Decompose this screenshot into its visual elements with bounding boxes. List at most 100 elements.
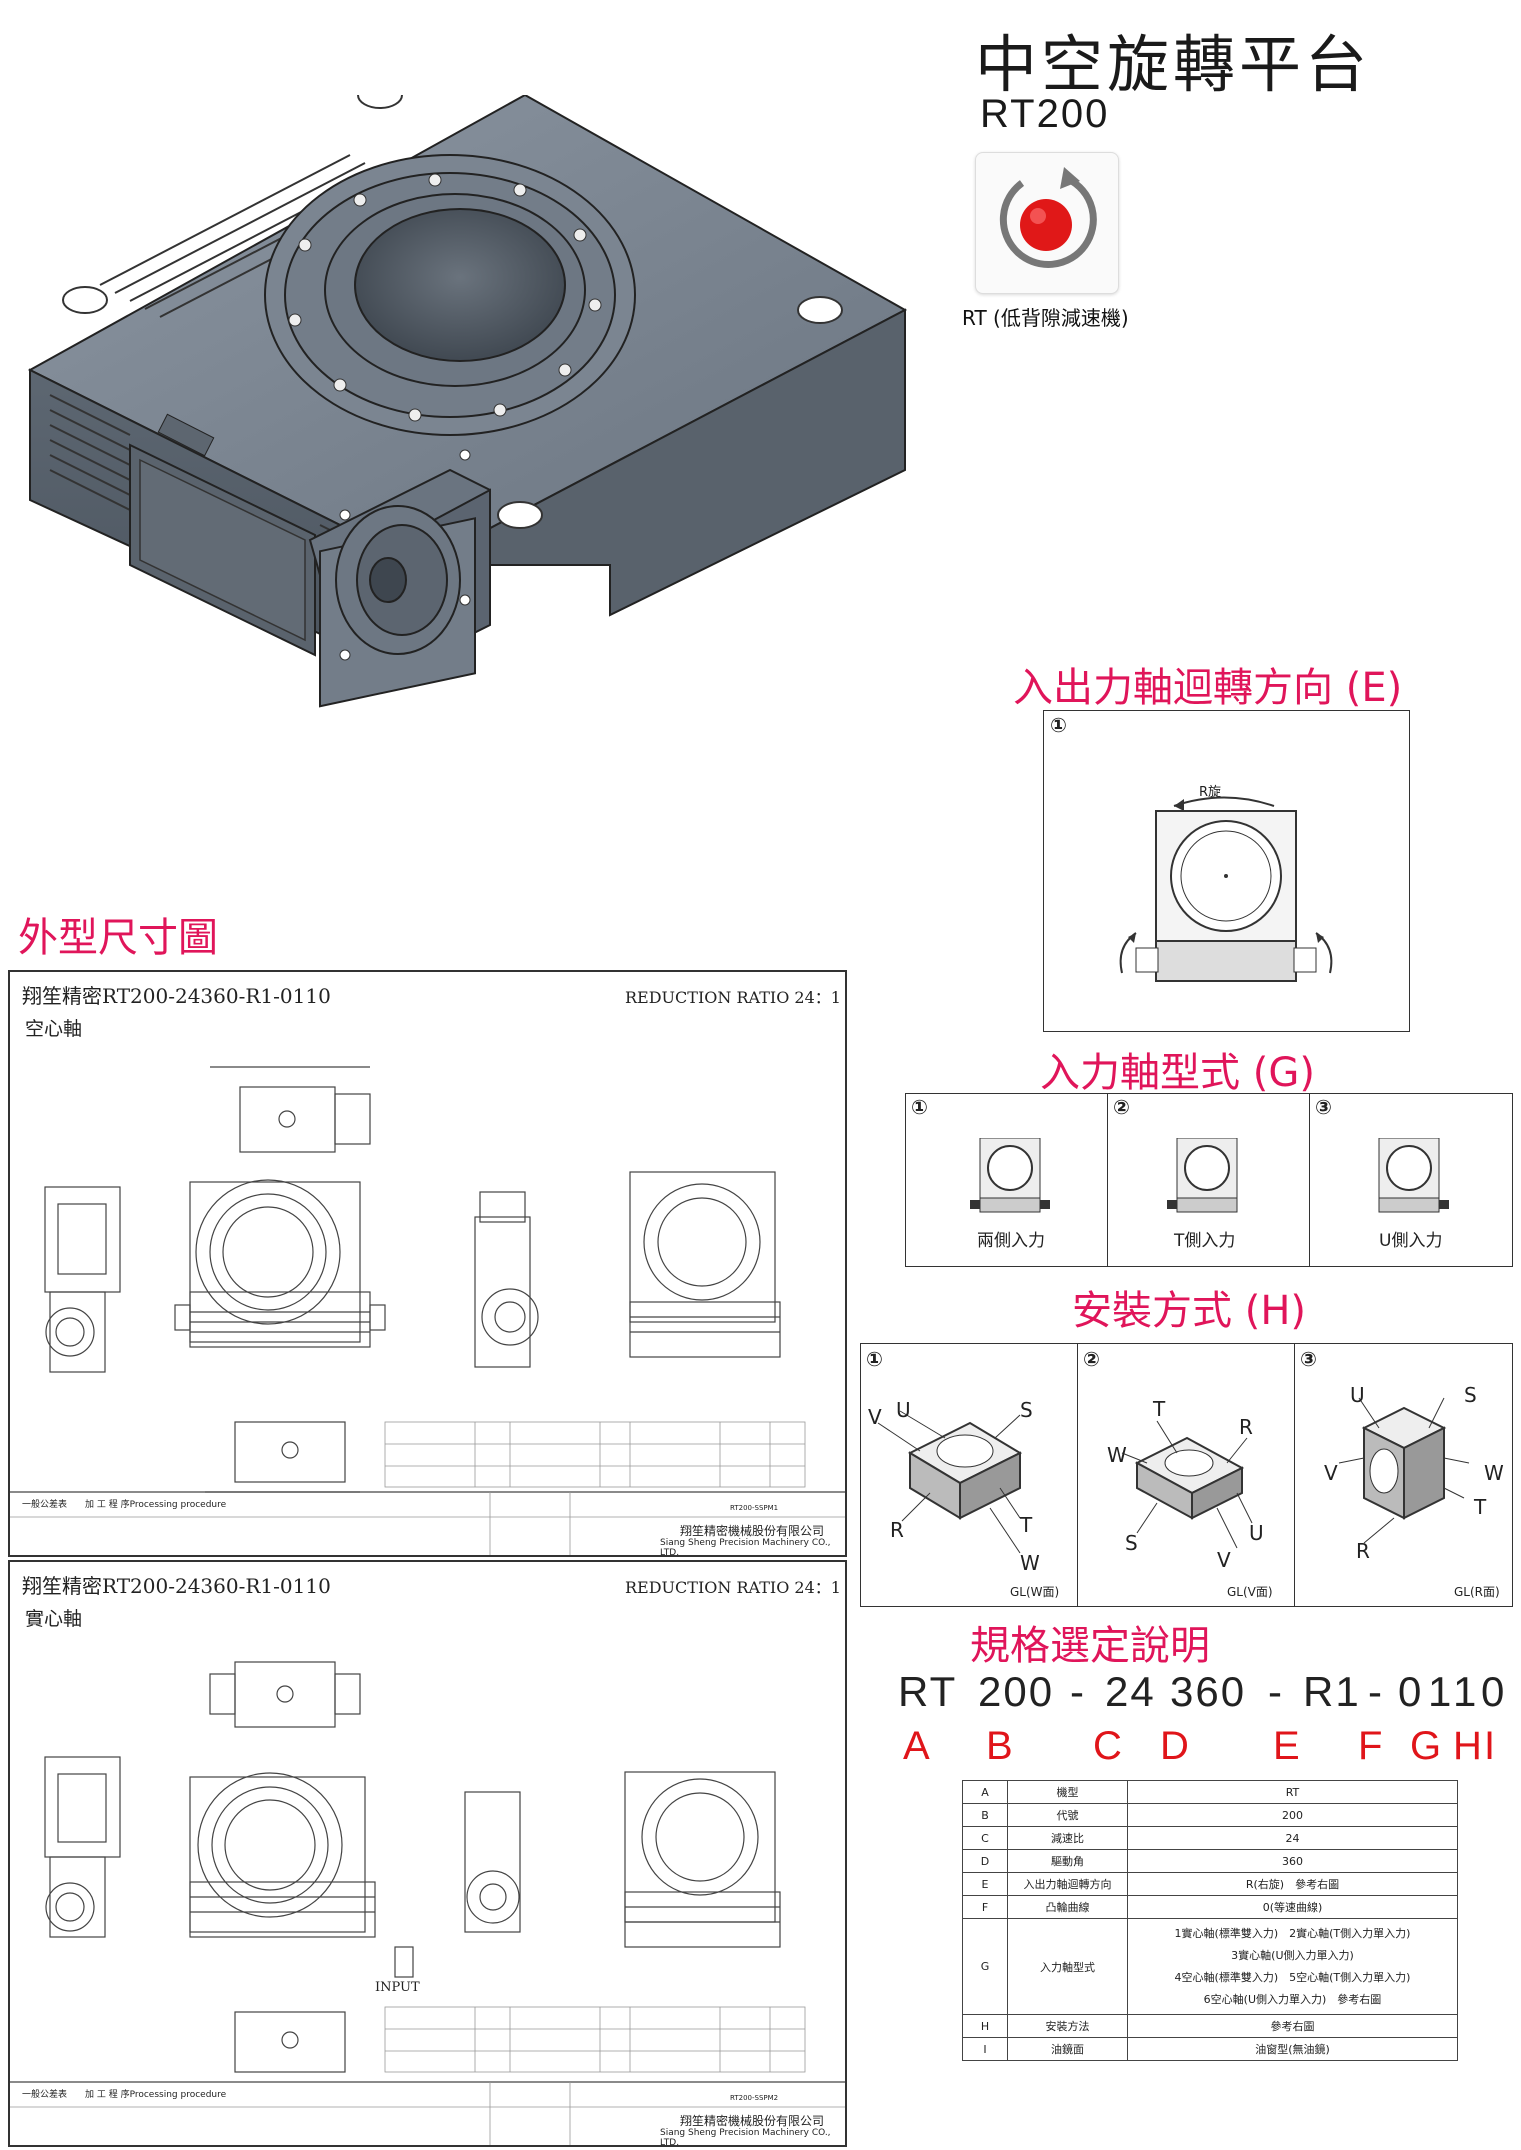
mounting-2-letter-t: T bbox=[1153, 1397, 1166, 1421]
code-letter: G bbox=[1410, 1724, 1442, 1768]
spec-name: 油鏡面 bbox=[1007, 2037, 1128, 2061]
drawing2-subtitle: 實心軸 bbox=[25, 1608, 83, 1630]
code-part: 0 bbox=[1481, 1668, 1507, 1715]
drawing2-company-en: Siang Sheng Precision Machinery CO., LTD… bbox=[660, 2128, 831, 2148]
mounting-2-letter-v: V bbox=[1217, 1548, 1231, 1572]
input-type-3-caption: U側入力 bbox=[1379, 1231, 1443, 1251]
code-part: 1 bbox=[1453, 1668, 1479, 1715]
drawing1-company-en: Siang Sheng Precision Machinery CO., LTD… bbox=[660, 1538, 831, 1558]
input-type-2: ② T側入力 bbox=[1107, 1093, 1308, 1265]
code-letter: I bbox=[1484, 1724, 1496, 1768]
spec-value: 24 bbox=[1127, 1826, 1458, 1850]
input-type-1-caption: 兩側入力 bbox=[977, 1231, 1045, 1251]
product-render bbox=[20, 81, 920, 855]
drawing1-title: 翔笙精密RT200-24360-R1-0110 bbox=[22, 984, 331, 1008]
mounting-3-caption: GL(R面) bbox=[1454, 1585, 1500, 1599]
code-part: 200 bbox=[978, 1668, 1055, 1715]
spec-key: D bbox=[962, 1849, 1008, 1873]
mounting-1-letter-u: U bbox=[896, 1398, 911, 1422]
mounting-3-letter-v: V bbox=[1324, 1461, 1338, 1485]
code-part: RT bbox=[898, 1668, 958, 1715]
mounting-2-number: ② bbox=[1083, 1347, 1100, 1371]
drawing1-company-cn: 翔笙精密機械股份有限公司 bbox=[680, 1524, 825, 1538]
spec-name: 安裝方法 bbox=[1007, 2014, 1128, 2038]
rotation-diagram: ① R旋 bbox=[1043, 710, 1410, 1032]
page-title: 中空旋轉平台 bbox=[975, 28, 1372, 101]
drawing1-ratio: REDUCTION RATIO 24：1 bbox=[625, 988, 841, 1007]
spec-key: F bbox=[962, 1895, 1008, 1919]
spec-key: I bbox=[962, 2037, 1008, 2061]
mounting-1-letter-w: W bbox=[1020, 1551, 1040, 1575]
code-letter: H bbox=[1453, 1724, 1482, 1768]
mounting-3-letter-t: T bbox=[1474, 1495, 1487, 1519]
spec-name: 凸輪曲線 bbox=[1007, 1895, 1128, 1919]
spec-name: 減速比 bbox=[1007, 1826, 1128, 1850]
mounting-2-letter-w: W bbox=[1107, 1443, 1127, 1467]
rt-label: RT (低背隙減速機) bbox=[962, 306, 1129, 330]
spec-value: R(右旋) 參考右圖 bbox=[1127, 1872, 1458, 1896]
spec-key: C bbox=[962, 1826, 1008, 1850]
rotation-number: ① bbox=[1050, 713, 1067, 737]
mounting-1-caption: GL(W面) bbox=[1010, 1585, 1060, 1599]
mounting-1-letter-t: T bbox=[1020, 1513, 1033, 1537]
spec-value: 200 bbox=[1127, 1803, 1458, 1827]
mounting-2-letter-s: S bbox=[1125, 1531, 1138, 1555]
mounting-2-letter-u: U bbox=[1249, 1521, 1264, 1545]
mounting-3-letter-s: S bbox=[1464, 1383, 1477, 1407]
spec-name: 代號 bbox=[1007, 1803, 1128, 1827]
code-letter: F bbox=[1358, 1724, 1383, 1768]
drawing2-dwg-no: RT200-SSPM2 bbox=[730, 2094, 779, 2102]
drawing-hollow-shaft: 翔笙精密RT200-24360-R1-0110 REDUCTION RATIO … bbox=[8, 970, 847, 1558]
spec-name: 機型 bbox=[1007, 1780, 1128, 1804]
model-name: RT200 bbox=[980, 92, 1110, 136]
spec-value: 1實心軸(標準雙入力) 2實心軸(T側入力單入力) 3實心軸(U側入力單入力) … bbox=[1127, 1918, 1458, 2015]
spec-value: 參考右圖 bbox=[1127, 2014, 1458, 2038]
mounting-3-letter-w: W bbox=[1484, 1461, 1504, 1485]
drawing2-company-cn: 翔笙精密機械股份有限公司 bbox=[680, 2114, 825, 2128]
spec-name: 入力軸型式 bbox=[1007, 1918, 1128, 2015]
spec-section-title: 規格選定說明 bbox=[970, 1623, 1210, 1669]
rotation-section-title: 入出力軸迴轉方向 (E) bbox=[1013, 665, 1403, 711]
drawing1-dwg-no: RT200-SSPM1 bbox=[730, 1504, 779, 1512]
spec-key: E bbox=[962, 1872, 1008, 1896]
mounting-1-number: ① bbox=[866, 1347, 883, 1371]
spec-name: 入出力軸迴轉方向 bbox=[1007, 1872, 1128, 1896]
drawing1-subtitle: 空心軸 bbox=[25, 1018, 83, 1040]
code-part: R1 bbox=[1303, 1668, 1361, 1715]
mounting-section-title: 安裝方式 (H) bbox=[1072, 1288, 1307, 1334]
mounting-3-letter-u: U bbox=[1350, 1383, 1365, 1407]
drawing2-input-label: INPUT bbox=[375, 1980, 420, 1995]
mounting-2-caption: GL(V面) bbox=[1227, 1585, 1273, 1599]
code-letter: C bbox=[1093, 1724, 1122, 1768]
drawing-solid-shaft: 翔笙精密RT200-24360-R1-0110 REDUCTION RATIO … bbox=[8, 1560, 847, 2148]
mounting-1: ① V U S R T W GL(W面) bbox=[860, 1343, 1076, 1605]
mounting-2-letter-r: R bbox=[1239, 1415, 1253, 1439]
input-type-3: ③ U側入力 bbox=[1309, 1093, 1510, 1265]
code-part: 0 bbox=[1398, 1668, 1424, 1715]
input-type-2-number: ② bbox=[1113, 1095, 1130, 1119]
spec-key: G bbox=[962, 1918, 1008, 2015]
outline-section-title: 外型尺寸圖 bbox=[18, 915, 218, 961]
mounting-2: ② T W R S V U GL(V面) bbox=[1077, 1343, 1293, 1605]
rt-reducer-icon bbox=[975, 152, 1119, 294]
drawing1-process: 一般公差表 加 工 程 序Processing procedure bbox=[22, 1500, 227, 1510]
drawing2-ratio: REDUCTION RATIO 24：1 bbox=[625, 1578, 841, 1597]
spec-value: RT bbox=[1127, 1780, 1458, 1804]
code-letter: A bbox=[903, 1724, 930, 1768]
code-part: - bbox=[1368, 1668, 1384, 1715]
code-part: - bbox=[1070, 1668, 1086, 1715]
code-part: 1 bbox=[1428, 1668, 1454, 1715]
code-part: - bbox=[1268, 1668, 1284, 1715]
model-code-letters: A B C D E F G H I bbox=[898, 1724, 1498, 1774]
drawing2-process: 一般公差表 加 工 程 序Processing procedure bbox=[22, 2090, 227, 2100]
spec-key: B bbox=[962, 1803, 1008, 1827]
code-part: 24 bbox=[1105, 1668, 1156, 1715]
model-code: RT 200 - 24 360 - R1 - 0 1 1 0 bbox=[898, 1668, 1504, 1718]
